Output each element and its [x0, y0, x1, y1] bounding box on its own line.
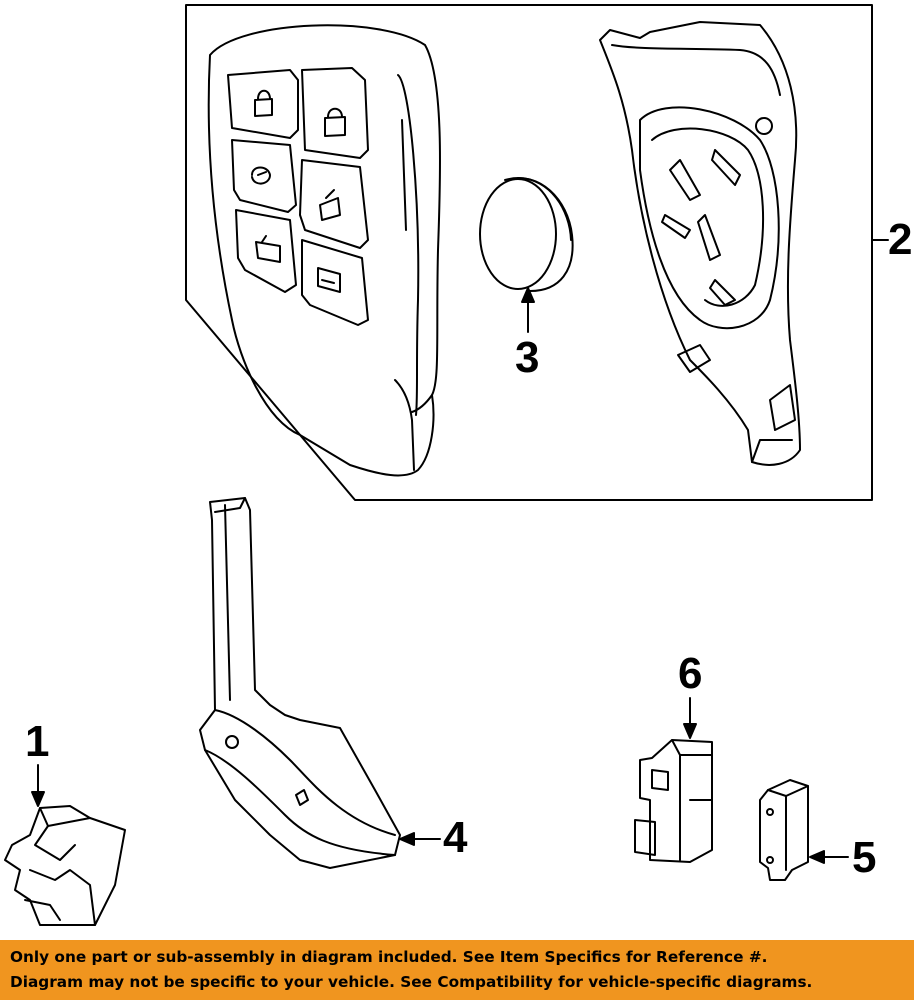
connector-component	[5, 806, 125, 925]
parts-diagram	[0, 0, 914, 940]
callout-6: 6	[678, 649, 703, 698]
liftgate-icon	[256, 236, 280, 262]
emergency-key-blade	[200, 498, 400, 868]
coin-battery	[480, 178, 573, 291]
key-fob-rear-housing	[600, 22, 800, 465]
lock-icon	[255, 91, 272, 116]
arrow-head-bracket	[684, 724, 696, 738]
arrow-head-key-blade	[400, 833, 414, 845]
callout-2: 2	[888, 215, 913, 264]
callout-5: 5	[852, 833, 877, 882]
arrow-head-connector	[32, 792, 44, 806]
unlock-button	[302, 68, 368, 158]
liftgate-button	[236, 210, 296, 292]
assembly-boundary-box	[186, 5, 872, 500]
lock-button	[228, 70, 298, 138]
unlock-icon	[325, 109, 345, 136]
small-clip-component	[760, 780, 808, 880]
panic-button	[302, 240, 368, 325]
trunk-icon	[320, 190, 340, 220]
bracket-component	[635, 740, 712, 862]
callout-4: 4	[443, 813, 468, 862]
disclaimer-line-1: Only one part or sub-assembly in diagram…	[10, 948, 768, 966]
callout-3: 3	[515, 333, 540, 382]
remote-start-button	[232, 140, 296, 212]
disclaimer-banner: Only one part or sub-assembly in diagram…	[0, 940, 914, 1000]
panic-icon	[318, 268, 340, 292]
callout-1: 1	[25, 717, 50, 766]
key-fob-front-shell	[209, 25, 440, 475]
arrow-head-clip	[810, 851, 824, 863]
trunk-button	[300, 160, 368, 248]
remote-start-icon	[252, 168, 270, 184]
arrow-head-battery	[522, 288, 534, 302]
disclaimer-line-2: Diagram may not be specific to your vehi…	[10, 973, 813, 991]
key-fob-buttons	[228, 68, 368, 325]
